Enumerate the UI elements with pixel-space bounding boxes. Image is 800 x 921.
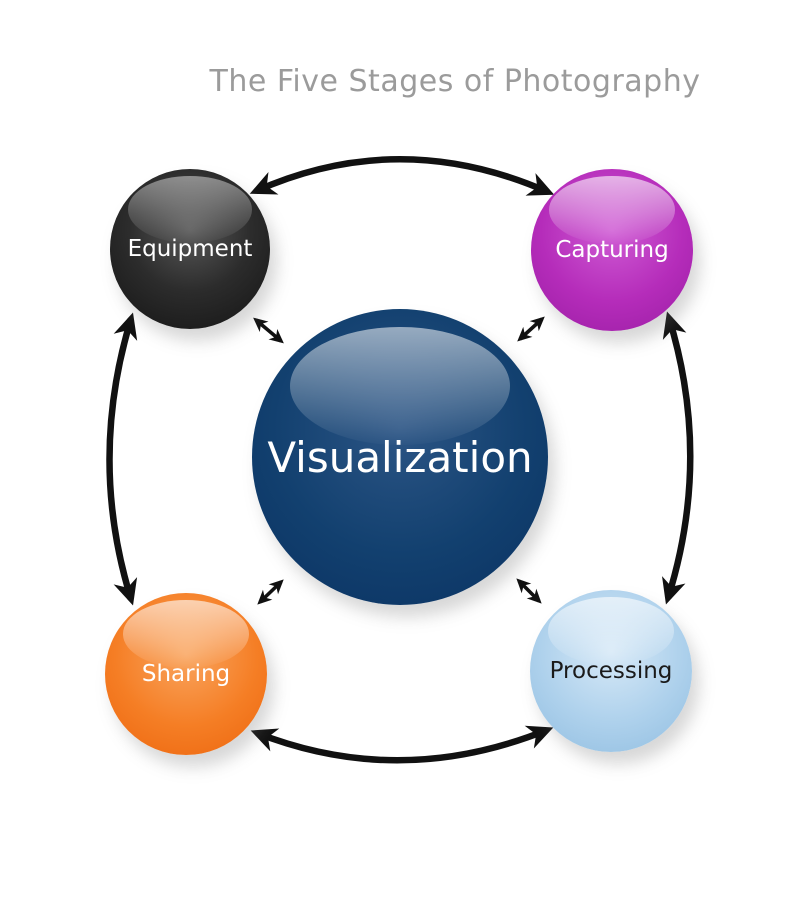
page-title: The Five Stages of Photography xyxy=(209,64,701,99)
gloss-highlight xyxy=(290,326,510,446)
arrow-center-equipment xyxy=(253,317,284,344)
arrow-center-capturing xyxy=(517,316,545,342)
gloss-highlight xyxy=(548,176,676,245)
node-visualization: Visualization xyxy=(252,309,548,605)
node-label: Capturing xyxy=(555,237,669,263)
arrow-center-processing xyxy=(516,578,542,604)
node-label: Processing xyxy=(549,658,673,684)
node-sharing: Sharing xyxy=(105,593,267,755)
node-label: Visualization xyxy=(267,432,533,482)
node-processing: Processing xyxy=(530,590,692,752)
arrow-center-sharing xyxy=(257,579,284,605)
node-capturing: Capturing xyxy=(531,169,693,331)
arrow-equipment-capturing xyxy=(249,156,555,196)
node-label: Equipment xyxy=(127,236,253,262)
gloss-highlight xyxy=(122,600,250,669)
gloss-highlight xyxy=(547,597,675,666)
node-label: Sharing xyxy=(141,661,231,687)
gloss-highlight xyxy=(127,176,253,244)
node-equipment: Equipment xyxy=(110,169,270,329)
arrow-equipment-sharing xyxy=(106,312,138,606)
arrow-capturing-processing xyxy=(662,311,694,605)
arrow-sharing-processing xyxy=(250,725,554,764)
